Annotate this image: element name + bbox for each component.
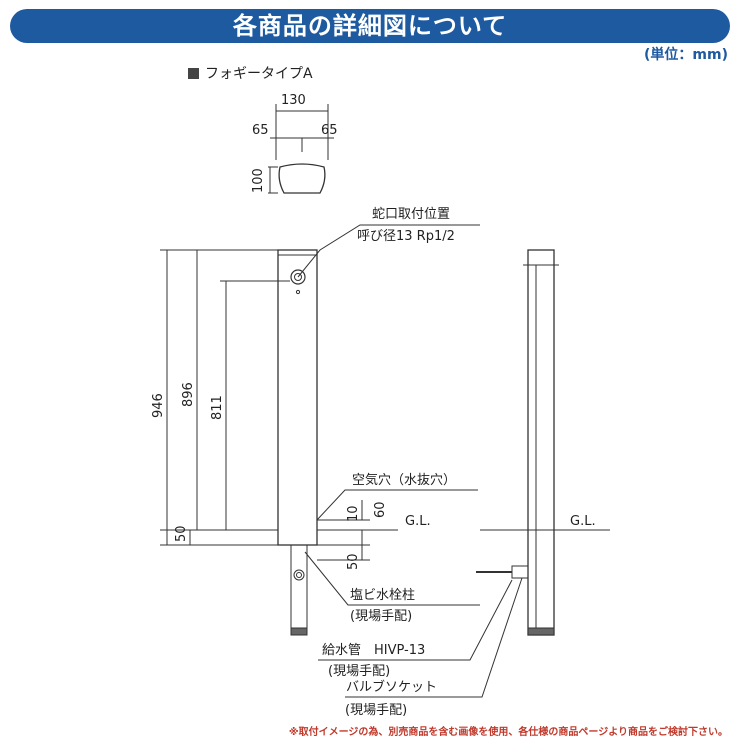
top-width-label: 130 bbox=[281, 93, 306, 108]
faucet-mount-hole-inner bbox=[294, 273, 302, 281]
dim-10-label: 10 bbox=[346, 505, 361, 522]
valve-socket-leader bbox=[345, 577, 523, 698]
air-hole-leader bbox=[316, 489, 478, 521]
valve-socket-side bbox=[511, 565, 529, 579]
faucet-leader bbox=[297, 224, 480, 278]
valve-socket-note: (現場手配) bbox=[345, 703, 407, 718]
pvc-post-leader bbox=[304, 551, 480, 606]
gl-label-side: G.L. bbox=[570, 514, 596, 529]
supply-pipe-leader bbox=[318, 579, 513, 661]
pvc-post-label: 塩ビ水栓柱 bbox=[350, 588, 415, 603]
header-banner: 各商品の詳細図について bbox=[10, 9, 730, 43]
product-type-label: フォギータイプA bbox=[188, 63, 313, 83]
valve-socket-label: バルブソケット bbox=[346, 679, 437, 695]
air-hole-label: 空気穴（水抜穴） bbox=[352, 472, 456, 488]
faucet-mount-hole bbox=[290, 269, 306, 285]
height-811-label: 811 bbox=[210, 395, 225, 420]
pvc-post-base-front bbox=[290, 627, 308, 636]
side-post-base bbox=[527, 627, 555, 636]
square-bullet-icon bbox=[188, 68, 199, 79]
pvc-post-hole-front bbox=[293, 569, 305, 581]
height-896-label: 896 bbox=[181, 382, 196, 407]
gl-label-front: G.L. bbox=[405, 514, 431, 529]
faucet-size-label: 呼び径13 Rp1/2 bbox=[357, 229, 455, 244]
page-title: 各商品の詳細図について bbox=[232, 12, 508, 40]
product-type-text: フォギータイプA bbox=[205, 66, 313, 82]
supply-pipe-note: (現場手配) bbox=[328, 664, 390, 679]
front-post-body bbox=[277, 249, 318, 546]
height-946-label: 946 bbox=[151, 393, 166, 418]
front-small-hole bbox=[295, 289, 301, 295]
footer-note: ※取付イメージの為、別売商品を含む画像を使用、各仕様の商品ページより商品をご検討… bbox=[288, 727, 728, 738]
dim-60-label: 60 bbox=[373, 501, 388, 518]
top-depth-label: 100 bbox=[251, 168, 266, 193]
faucet-position-label: 蛇口取付位置 bbox=[372, 207, 450, 222]
unit-label: (単位：mm) bbox=[644, 47, 728, 63]
pvc-post-note: (現場手配) bbox=[350, 609, 412, 624]
pvc-post-hole-inner-front bbox=[296, 572, 302, 578]
top-view-post-outline bbox=[278, 163, 326, 194]
side-post-body bbox=[527, 249, 555, 636]
dim-50-right-label: 50 bbox=[346, 553, 361, 570]
height-50-left-label: 50 bbox=[174, 525, 189, 542]
pvc-post-front bbox=[290, 544, 308, 636]
top-half-left-label: 65 bbox=[252, 123, 269, 138]
top-half-right-label: 65 bbox=[321, 123, 338, 138]
supply-pipe-label: 給水管 HIVP-13 bbox=[322, 643, 425, 658]
